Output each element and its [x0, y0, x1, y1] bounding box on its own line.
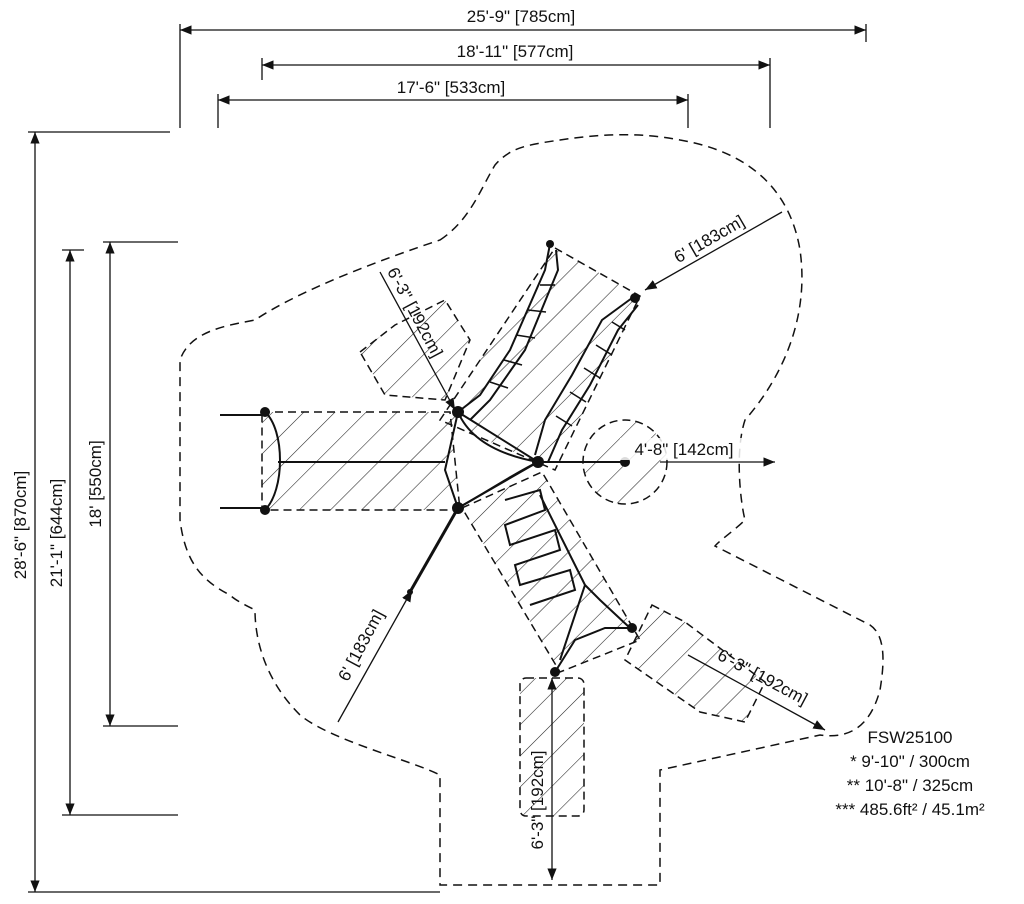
zigzag-chain [503, 488, 631, 661]
dim-zone-bottom: 6'-3" [192cm] [528, 750, 547, 849]
zone-lower-right-paddle [624, 603, 766, 723]
zone-upper-left-arc [359, 299, 471, 401]
model-specs: FSW25100 * 9'-10" / 300cm ** 10'-8" / 32… [800, 726, 1020, 822]
safety-zone-outline [179, 134, 884, 886]
pole-lower-left [408, 507, 460, 593]
ladder-left [457, 243, 560, 421]
dim-width-2: 18'-11" [577cm] [457, 42, 574, 61]
spec-line-1: * 9'-10" / 300cm [850, 752, 970, 771]
spec-line-2: ** 10'-8" / 325cm [846, 776, 974, 795]
dim-zone-right: 4'-8" [142cm] [634, 440, 733, 459]
zone-diagonal-band [438, 247, 641, 471]
dim-zone-upper-right: 6' [183cm] [671, 212, 748, 267]
dim-overall-width: 25'-9" [785cm] [467, 7, 576, 26]
spec-line-3: *** 485.6ft² / 45.1m² [835, 800, 985, 819]
dim-depth-2: 21'-1" [644cm] [47, 479, 66, 588]
zone-lower-band [460, 471, 642, 673]
dim-overall-depth: 28'-6" [870cm] [11, 471, 30, 580]
dimension-lines [28, 24, 867, 893]
ladder-right [534, 297, 639, 463]
dim-depth-3: 18' [550cm] [86, 440, 105, 527]
use-zones [261, 247, 766, 817]
dim-zone-lower-left: 6' [183cm] [334, 607, 387, 685]
dim-width-3: 17'-6" [533cm] [397, 78, 506, 97]
model-number: FSW25100 [867, 728, 953, 747]
equipment [220, 243, 639, 673]
